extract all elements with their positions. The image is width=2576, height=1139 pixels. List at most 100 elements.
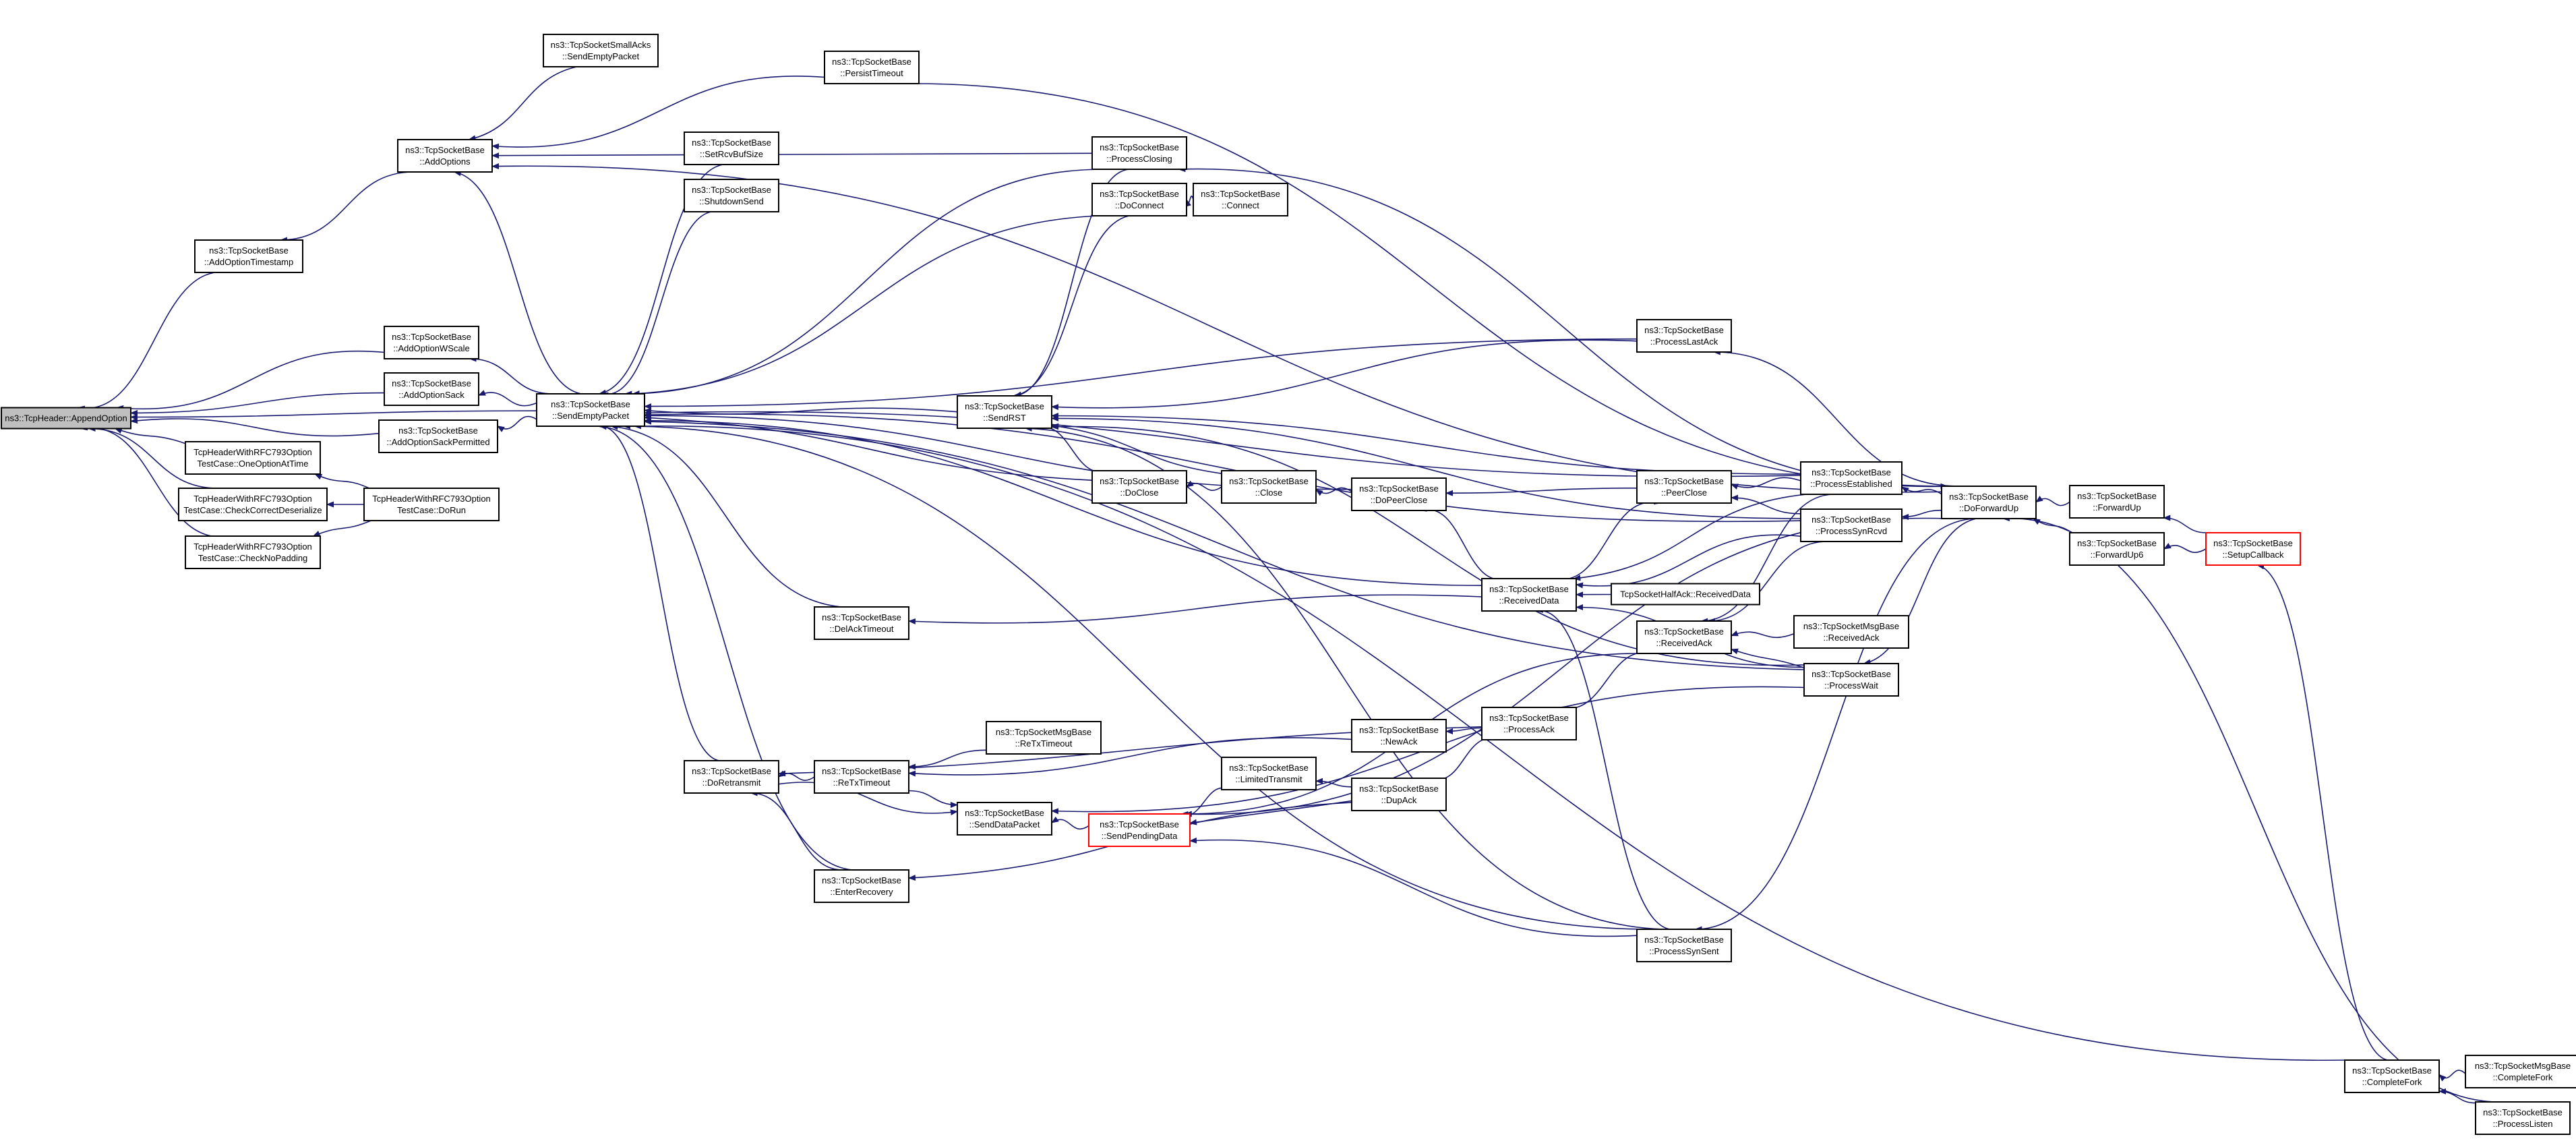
node-send-empty[interactable]: ns3::TcpSocketBase::SendEmptyPacket	[536, 393, 645, 427]
node-proc-syn-sent[interactable]: ns3::TcpSocketBase::ProcessSynSent	[1636, 929, 1732, 962]
node-new-ack[interactable]: ns3::TcpSocketBase::NewAck	[1351, 719, 1447, 753]
node-send-data-packet[interactable]: ns3::TcpSocketBase::SendDataPacket	[957, 802, 1052, 836]
node-msg-recv-ack[interactable]: ns3::TcpSocketMsgBase::ReceivedAck	[1793, 615, 1909, 649]
node-add-options[interactable]: ns3::TcpSocketBase::AddOptions	[397, 139, 493, 173]
edge-addSackPerm-to-append	[130, 417, 380, 437]
node-add-option-ts[interactable]: ns3::TcpSocketBase::AddOptionTimestamp	[194, 239, 303, 273]
node-label: ::ProcessWait	[1824, 680, 1878, 691]
node-persist-timeout[interactable]: ns3::TcpSocketBase::PersistTimeout	[824, 51, 920, 84]
edge-doPeerClose-to-close	[1315, 487, 1352, 496]
node-label: TcpHeaderWithRFC793Option	[193, 542, 312, 552]
node-proc-syn-rcvd[interactable]: ns3::TcpSocketBase::ProcessSynRcvd	[1800, 508, 1903, 542]
node-label: ns3::TcpSocketBase	[392, 378, 471, 388]
node-do-forward-up[interactable]: ns3::TcpSocketBase::DoForwardUp	[1941, 486, 2037, 519]
node-label: ns3::TcpSocketBase	[2077, 491, 2157, 501]
node-label: ns3::TcpSocketBase	[822, 875, 901, 885]
node-label: TcpHeaderWithRFC793Option	[193, 494, 312, 504]
node-re-tx-timeout[interactable]: ns3::TcpSocketBase::ReTxTimeout	[814, 760, 909, 794]
node-box	[194, 239, 303, 273]
node-check-deser[interactable]: TcpHeaderWithRFC793OptionTestCase::Check…	[178, 488, 328, 521]
node-add-w-scale[interactable]: ns3::TcpSocketBase::AddOptionWScale	[384, 326, 479, 359]
node-box	[2205, 532, 2301, 566]
node-received-data[interactable]: ns3::TcpSocketBase::ReceivedData	[1481, 578, 1577, 612]
node-close[interactable]: ns3::TcpSocketBase::Close	[1221, 470, 1317, 504]
edge-procSynSent-to-sendRST	[1024, 425, 1664, 930]
node-del-ack-timeout[interactable]: ns3::TcpSocketBase::DelAckTimeout	[814, 606, 909, 640]
node-send-pending[interactable]: ns3::TcpSocketBase::SendPendingData	[1088, 813, 1191, 847]
node-label: ::PersistTimeout	[840, 68, 903, 78]
node-peer-close[interactable]: ns3::TcpSocketBase::PeerClose	[1636, 470, 1732, 504]
node-label: ::PeerClose	[1661, 488, 1707, 498]
edge-peerClose-to-doPeerClose	[1445, 488, 1638, 496]
node-do-peer-close[interactable]: ns3::TcpSocketBase::DoPeerClose	[1351, 477, 1447, 511]
node-box	[824, 51, 920, 84]
node-label: TestCase::CheckNoPadding	[198, 553, 308, 563]
edge-procSynRcvd-to-peerClose	[1731, 494, 1801, 515]
node-shutdown-send[interactable]: ns3::TcpSocketBase::ShutdownSend	[684, 179, 779, 212]
node-label: ::CompleteFork	[2362, 1077, 2422, 1087]
node-forward-up6[interactable]: ns3::TcpSocketBase::ForwardUp6	[2069, 532, 2165, 566]
node-add-sack[interactable]: ns3::TcpSocketBase::AddOptionSack	[384, 372, 479, 406]
edge-doForwardUp-to-procSynRcvd	[1901, 509, 1942, 520]
node-label: ::SetupCallback	[2222, 550, 2284, 560]
node-setup-callback[interactable]: ns3::TcpSocketBase::SetupCallback	[2205, 532, 2301, 566]
node-send-r-s-t[interactable]: ns3::TcpSocketBase::SendRST	[957, 395, 1052, 429]
edge-sendEmpty-to-addSackPerm	[497, 415, 537, 432]
node-label: ::SendEmptyPacket	[562, 51, 640, 61]
node-label: ns3::TcpHeader::AppendOption	[5, 413, 127, 424]
node-forward-up[interactable]: ns3::TcpSocketBase::ForwardUp	[2069, 485, 2165, 519]
node-proc-listen[interactable]: ns3::TcpSocketBase::ProcessListen	[2475, 1101, 2571, 1135]
node-do-close[interactable]: ns3::TcpSocketBase::DoClose	[1091, 470, 1187, 504]
node-label: ns3::TcpSocketBase	[1100, 819, 1179, 829]
node-box	[185, 535, 321, 569]
node-box	[1793, 615, 1909, 649]
node-box	[1800, 461, 1903, 495]
node-append[interactable]: ns3::TcpHeader::AppendOption	[1, 407, 131, 430]
node-proc-closing[interactable]: ns3::TcpSocketBase::ProcessClosing	[1091, 136, 1187, 170]
node-label: ns3::TcpSocketBase	[2213, 538, 2293, 548]
node-small-acks[interactable]: ns3::TcpSocketSmallAcks::SendEmptyPacket	[543, 34, 659, 67]
node-proc-established[interactable]: ns3::TcpSocketBase::ProcessEstablished	[1800, 461, 1903, 495]
node-connect[interactable]: ns3::TcpSocketBase::Connect	[1193, 183, 1288, 216]
node-half-ack-recv[interactable]: TcpSocketHalfAck::ReceivedData	[1611, 583, 1760, 606]
node-complete-fork[interactable]: ns3::TcpSocketBase::CompleteFork	[2344, 1059, 2440, 1093]
node-one-opt[interactable]: TcpHeaderWithRFC793OptionTestCase::OneOp…	[185, 441, 321, 475]
node-box	[1481, 707, 1577, 740]
node-msg-complete-fork[interactable]: ns3::TcpSocketMsgBase::CompleteFork	[2465, 1055, 2576, 1088]
node-label: ns3::TcpSocketBase	[822, 766, 901, 776]
node-box	[1636, 620, 1732, 654]
node-add-sack-perm[interactable]: ns3::TcpSocketBase::AddOptionSackPermitt…	[378, 419, 498, 453]
node-box	[1091, 470, 1187, 504]
node-dup-ack[interactable]: ns3::TcpSocketBase::DupAck	[1351, 778, 1447, 811]
node-check-pad[interactable]: TcpHeaderWithRFC793OptionTestCase::Check…	[185, 535, 321, 569]
edge-procSynSent-to-sendPending	[1189, 837, 1638, 937]
node-label: ::ShutdownSend	[699, 196, 763, 206]
node-label: ::CompleteFork	[2493, 1072, 2553, 1082]
node-proc-ack[interactable]: ns3::TcpSocketBase::ProcessAck	[1481, 707, 1577, 740]
node-label: ::NewAck	[1381, 736, 1418, 747]
node-box	[1800, 508, 1903, 542]
node-label: ns3::TcpSocketBase	[1489, 713, 1569, 723]
node-box	[1351, 477, 1447, 511]
node-proc-wait[interactable]: ns3::TcpSocketBase::ProcessWait	[1803, 663, 1899, 697]
node-label: ns3::TcpSocketBase	[1229, 476, 1309, 486]
node-label: ns3::TcpSocketMsgBase	[2475, 1061, 2571, 1071]
node-box	[543, 34, 659, 67]
node-proc-last-ack[interactable]: ns3::TcpSocketBase::ProcessLastAck	[1636, 319, 1732, 353]
node-do-retransmit[interactable]: ns3::TcpSocketBase::DoRetransmit	[684, 760, 779, 794]
node-label: ::ForwardUp	[2093, 502, 2141, 513]
node-box	[2344, 1059, 2440, 1093]
node-set-rcv-buf[interactable]: ns3::TcpSocketBase::SetRcvBufSize	[684, 132, 779, 165]
node-label: ::AddOptionSack	[398, 390, 465, 400]
node-received-ack[interactable]: ns3::TcpSocketBase::ReceivedAck	[1636, 620, 1732, 654]
node-limited-tx[interactable]: ns3::TcpSocketBase::LimitedTransmit	[1221, 757, 1317, 790]
node-msg-re-tx[interactable]: ns3::TcpSocketMsgBase::ReTxTimeout	[986, 721, 1102, 755]
node-do-connect[interactable]: ns3::TcpSocketBase::DoConnect	[1091, 183, 1187, 216]
node-label: ns3::TcpSocketBase	[1100, 189, 1179, 199]
node-label: ns3::TcpSocketBase	[832, 57, 911, 67]
node-label: TestCase::DoRun	[397, 505, 466, 515]
node-enter-recovery[interactable]: ns3::TcpSocketBase::EnterRecovery	[814, 869, 909, 903]
node-label: ns3::TcpSocketMsgBase	[996, 727, 1091, 737]
